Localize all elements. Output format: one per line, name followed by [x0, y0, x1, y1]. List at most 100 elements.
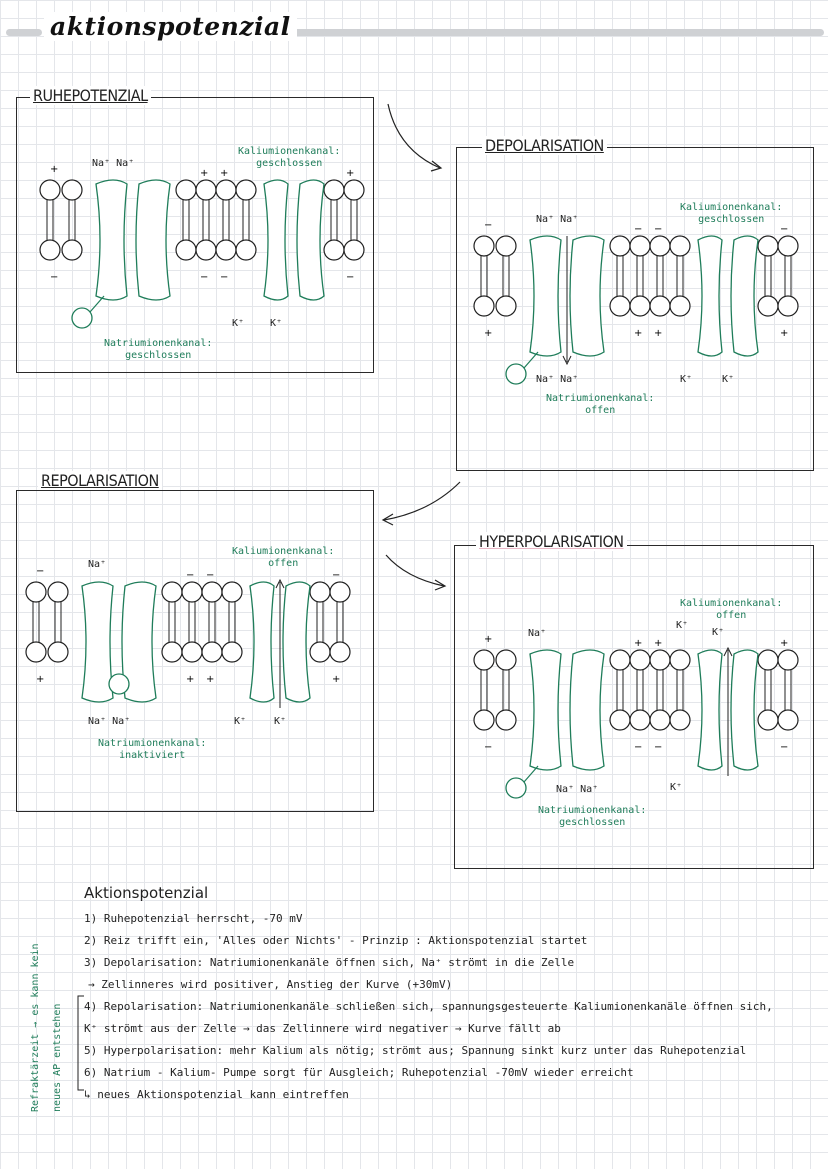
label-line: Natriumionenkanal: — [104, 338, 212, 350]
gate-tether — [524, 352, 538, 368]
charge-sign: − — [780, 742, 788, 753]
charge-sign: − — [346, 272, 354, 283]
phospholipid-head — [162, 642, 182, 662]
k-ion: K⁺ — [712, 627, 724, 638]
phospholipid-head — [344, 180, 364, 200]
charge-sign: + — [220, 168, 228, 179]
phospholipid-head — [182, 582, 202, 602]
phospholipid-head — [670, 236, 690, 256]
channel-protein — [570, 236, 604, 356]
phospholipid-head — [610, 650, 630, 670]
charge-sign: + — [36, 674, 44, 685]
phospholipid-head — [778, 710, 798, 730]
label-line: geschlossen — [238, 158, 340, 170]
phospholipid-head — [610, 236, 630, 256]
phospholipid-head — [758, 236, 778, 256]
na-ions-top: Na⁺ Na⁺ — [536, 214, 578, 225]
phospholipid-head — [310, 582, 330, 602]
phospholipid-head — [630, 296, 650, 316]
panel-title-repolarisation: REPOLARISATION — [38, 471, 162, 490]
label-line: Natriumionenkanal: — [546, 393, 654, 405]
phospholipid-head — [310, 642, 330, 662]
na-ions-top: Na⁺ — [528, 628, 546, 639]
phospholipid-head — [630, 650, 650, 670]
channel-protein — [530, 650, 561, 770]
k-ion: K⁺ — [270, 318, 282, 329]
side-note-refraktaer: Refraktärzeit → es kann kein — [30, 943, 41, 1112]
charge-sign: + — [634, 638, 642, 649]
note-line-8: 6) Natrium - Kalium- Pumpe sorgt für Aus… — [84, 1062, 773, 1084]
channel-protein — [250, 582, 274, 702]
charge-sign: − — [484, 220, 492, 231]
phospholipid-head — [324, 240, 344, 260]
membrane-group: ++++−−−− — [474, 634, 798, 798]
charge-sign: + — [200, 168, 208, 179]
phospholipid-head — [26, 642, 46, 662]
phospholipid-head — [62, 240, 82, 260]
charge-sign: + — [332, 674, 340, 685]
phospholipid-head — [474, 650, 494, 670]
charge-sign: − — [654, 224, 662, 235]
charge-sign: − — [654, 742, 662, 753]
phospholipid-head — [474, 236, 494, 256]
phospholipid-head — [162, 582, 182, 602]
phospholipid-head — [474, 296, 494, 316]
charge-sign: − — [36, 566, 44, 577]
phospholipid-head — [650, 650, 670, 670]
phospholipid-head — [236, 180, 256, 200]
label-line: Kaliumionenkanal: — [680, 202, 782, 214]
charge-sign: + — [654, 638, 662, 649]
channel-protein — [731, 236, 758, 356]
phospholipid-head — [176, 180, 196, 200]
phospholipid-head — [758, 710, 778, 730]
label-line: Natriumionenkanal: — [538, 805, 646, 817]
phospholipid-head — [324, 180, 344, 200]
k-ion: K⁺ — [680, 374, 692, 385]
phospholipid-head — [650, 710, 670, 730]
note-line-3: 3) Depolarisation: Natriumionenkanäle öf… — [84, 952, 773, 974]
phospholipid-head — [40, 240, 60, 260]
charge-sign: + — [654, 328, 662, 339]
note-line-4: → Zellinneres wird positiver, Anstieg de… — [84, 974, 773, 996]
phospholipid-head — [758, 650, 778, 670]
gate-tether — [524, 766, 538, 782]
note-line-9: ↳ neues Aktionspotenzial kann eintreffen — [84, 1084, 773, 1106]
channel-protein — [698, 236, 722, 356]
label-line: inaktiviert — [98, 750, 206, 762]
phospholipid-head — [778, 296, 798, 316]
charge-sign: − — [634, 742, 642, 753]
phospholipid-head — [650, 296, 670, 316]
channel-protein — [82, 582, 113, 702]
note-line-5: 4) Repolarisation: Natriumionenkanäle sc… — [84, 996, 773, 1018]
label-line: geschlossen — [680, 214, 782, 226]
channel-protein — [530, 236, 561, 356]
charge-sign: + — [346, 168, 354, 179]
phospholipid-head — [196, 240, 216, 260]
channel-protein — [264, 180, 288, 300]
panel-title-depolarisation: DEPOLARISATION — [482, 136, 607, 155]
membrane-group: ++++−−−− — [40, 164, 364, 328]
phospholipid-head — [330, 582, 350, 602]
k-ion: K⁺ — [234, 716, 246, 727]
side-note-ap: neues AP entstehen — [52, 1004, 63, 1112]
phospholipid-head — [222, 582, 242, 602]
membrane-hyperpolarisation: ++++−−−− — [474, 640, 804, 780]
notes-section: Aktionspotenzial 1) Ruhepotenzial herrsc… — [84, 884, 773, 1106]
phospholipid-head — [222, 642, 242, 662]
label-line: Kaliumionenkanal: — [680, 598, 782, 610]
membrane-depolarisation: −−−−++++ — [474, 226, 804, 366]
charge-sign: + — [186, 674, 194, 685]
charge-sign: − — [220, 272, 228, 283]
charge-sign: − — [332, 570, 340, 581]
charge-sign: + — [206, 674, 214, 685]
charge-sign: − — [50, 272, 58, 283]
label-line: Kaliumionenkanal: — [232, 546, 334, 558]
phospholipid-head — [474, 710, 494, 730]
membrane-group: −−−−++++ — [474, 220, 798, 384]
panel-title-ruhepotenzial: RUHEPOTENZIAL — [30, 86, 151, 105]
gate-tether — [90, 296, 104, 312]
panel-title-hyperpolarisation: HYPERPOLARISATION — [476, 532, 627, 551]
k-ion: K⁺ — [274, 716, 286, 727]
channel-protein — [283, 582, 310, 702]
charge-sign: + — [780, 328, 788, 339]
